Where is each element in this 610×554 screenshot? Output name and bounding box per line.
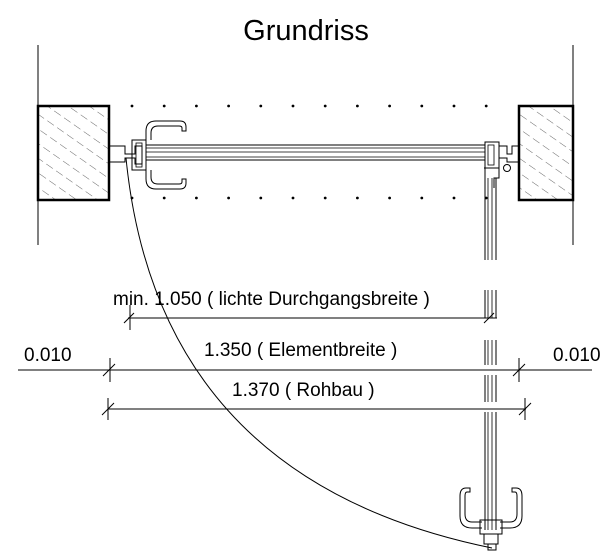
floor-dot (323, 196, 327, 200)
floor-dot (356, 104, 359, 108)
dim-label-gap-left: 0.010 (24, 345, 72, 366)
floor-dot (259, 104, 263, 108)
floor-dot (195, 196, 198, 200)
dotted-row-bottom (130, 196, 488, 200)
floor-dot (259, 196, 263, 200)
floor-dot (420, 104, 424, 108)
floor-dot (356, 196, 359, 200)
floor-dot (484, 104, 488, 108)
dim-label-rough: 1.370 ( Rohbau ) (232, 380, 375, 401)
floor-dot (420, 196, 424, 200)
floor-dot (162, 196, 166, 200)
floor-dot (195, 104, 198, 108)
floor-dot (227, 104, 231, 108)
floor-dot (452, 104, 456, 108)
wall-block-right (517, 104, 575, 202)
door-swing-arc (125, 157, 493, 549)
door-handle-icon (145, 120, 187, 190)
dim-label-element: 1.350 ( Elementbreite ) (204, 340, 397, 361)
door-leaf-open (484, 167, 500, 530)
floor-dot (291, 104, 295, 108)
dim-label-gap-right: 0.010 (553, 345, 601, 366)
floor-dot (162, 104, 166, 108)
dim-rough-opening (101, 398, 532, 420)
floor-dot (227, 196, 231, 200)
floor-dot (452, 196, 456, 200)
floor-dot (388, 196, 391, 200)
floor-dot (291, 196, 295, 200)
dim-label-clear: min. 1.050 ( lichte Durchgangsbreite ) (113, 289, 430, 310)
floor-dot (388, 104, 391, 108)
door-leaf-closed (145, 144, 485, 161)
door-handle-open-icon (459, 487, 523, 551)
dim-element-width (18, 358, 592, 382)
floor-dot (130, 104, 134, 108)
floor-dot (323, 104, 327, 108)
frame-left (109, 139, 147, 171)
dim-clear-opening (123, 305, 497, 330)
wall-block-left (36, 104, 111, 202)
dotted-row-top (130, 104, 488, 108)
frame-right (484, 141, 520, 172)
drawing-title: Grundriss (243, 15, 369, 47)
